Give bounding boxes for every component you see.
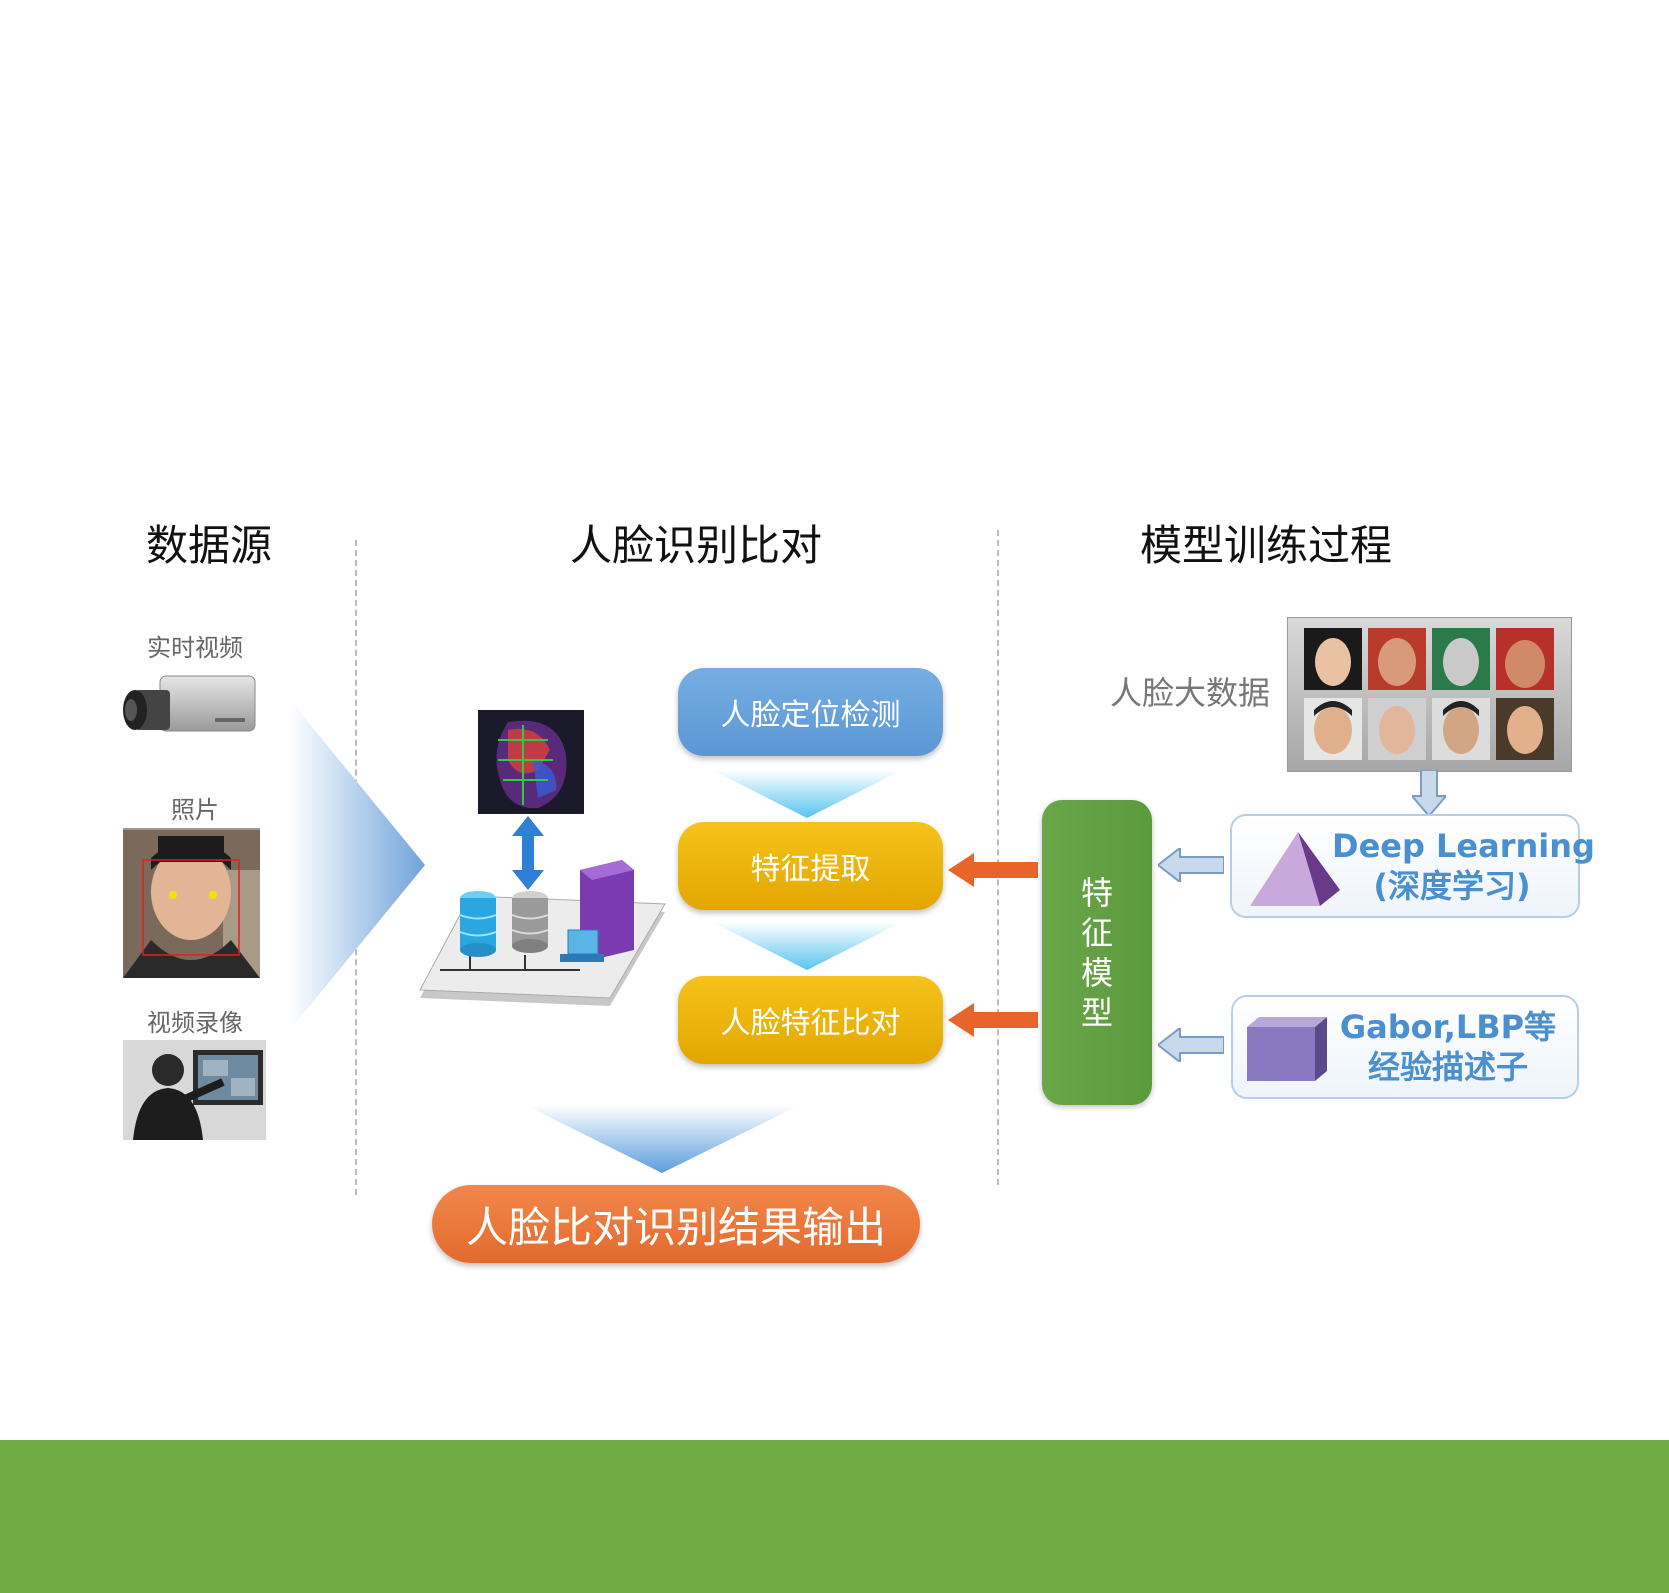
descriptor-title: Gabor,LBP等 xyxy=(1339,1008,1557,1046)
face-3d-model-icon xyxy=(478,710,584,814)
separator-right xyxy=(997,530,999,1185)
arrow-to-comparison xyxy=(948,1003,1038,1037)
down-arrow-2 xyxy=(712,922,902,970)
pyramid-icon xyxy=(1250,828,1340,908)
descriptor-box: Gabor,LBP等 经验描述子 xyxy=(1231,995,1579,1099)
step-result-output: 人脸比对识别结果输出 xyxy=(432,1185,920,1263)
video-recording-icon xyxy=(123,1040,266,1140)
database-server-icon xyxy=(400,860,670,1010)
source-label-realtime-video: 实时视频 xyxy=(147,634,243,662)
step-feature-extraction: 特征提取 xyxy=(678,822,943,910)
feature-model-char-1: 特 xyxy=(1080,873,1113,912)
step-face-detection: 人脸定位检测 xyxy=(678,668,943,756)
bidirectional-arrow-icon xyxy=(512,816,544,890)
source-label-photo: 照片 xyxy=(171,796,219,824)
source-label-video-recording: 视频录像 xyxy=(147,1009,243,1037)
feature-model-bar: 特 征 模 型 xyxy=(1042,800,1152,1105)
feature-model-char-2: 征 xyxy=(1080,913,1113,952)
arrow-from-deep-learning xyxy=(1158,848,1224,882)
arrow-from-descriptor xyxy=(1158,1028,1224,1062)
down-arrow-1 xyxy=(712,770,902,818)
camera-icon xyxy=(115,668,260,748)
photo-icon xyxy=(123,828,260,980)
face-dataset-grid xyxy=(1287,617,1572,772)
feature-model-char-3: 模 xyxy=(1080,953,1113,992)
face-big-data-label: 人脸大数据 xyxy=(1110,674,1271,712)
down-arrow-output xyxy=(525,1105,800,1173)
step-feature-comparison: 人脸特征比对 xyxy=(678,976,943,1064)
arrow-from-big-data xyxy=(1412,770,1446,816)
arrow-to-extraction xyxy=(948,853,1038,887)
cube-icon xyxy=(1247,1015,1327,1081)
deep-learning-subtitle: (深度学习) xyxy=(1373,867,1531,905)
column-title-recognition: 人脸识别比对 xyxy=(570,521,823,570)
feature-model-char-4: 型 xyxy=(1080,993,1113,1032)
deep-learning-title: Deep Learning xyxy=(1332,827,1595,865)
deep-learning-box: Deep Learning (深度学习) xyxy=(1230,814,1595,918)
column-title-source: 数据源 xyxy=(146,521,273,570)
descriptor-subtitle: 经验描述子 xyxy=(1367,1048,1528,1086)
column-title-training: 模型训练过程 xyxy=(1140,521,1393,570)
source-merge-arrow xyxy=(290,700,430,1030)
footer-band xyxy=(0,1440,1669,1593)
